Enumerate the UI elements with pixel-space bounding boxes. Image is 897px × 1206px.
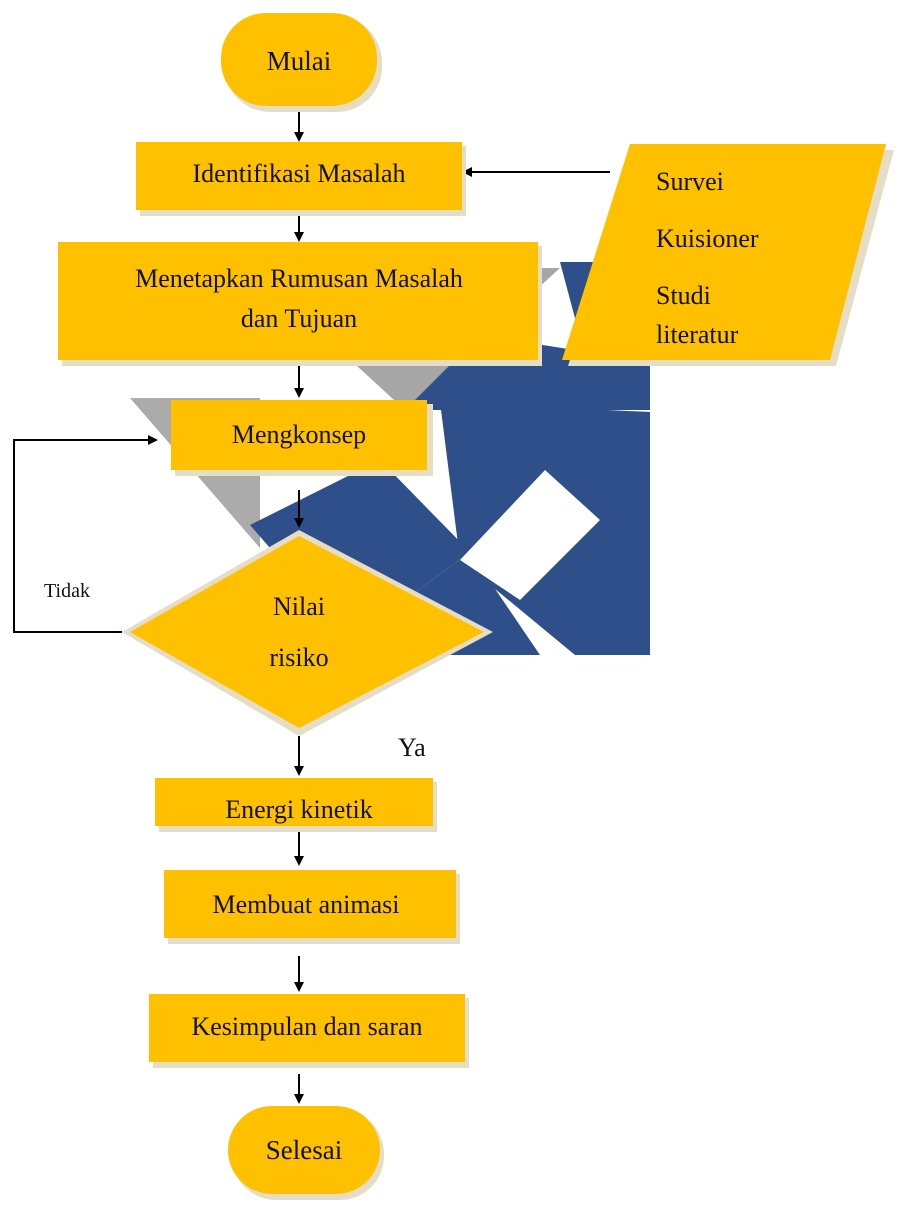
start-node: Mulai: [221, 13, 382, 112]
input-node: Survei Kuisioner Studi literatur: [562, 144, 894, 366]
loop-no-concept: [13, 435, 158, 633]
identify-label: Identifikasi Masalah: [193, 159, 406, 188]
formulate-label-line1: Menetapkan Rumusan Masalah: [135, 264, 463, 293]
input-item-study-line2: literatur: [656, 320, 739, 349]
conclusion-label: Kesimpulan dan saran: [191, 1012, 422, 1041]
connectors: [13, 108, 610, 866]
decision-label-line2: risiko: [269, 643, 328, 672]
end-node: Selesai: [228, 1106, 384, 1200]
decision-label-line1: Nilai: [273, 592, 325, 621]
concept-node: Mengkonsep: [171, 400, 433, 476]
concept-label: Mengkonsep: [232, 420, 366, 449]
start-label: Mulai: [267, 46, 332, 76]
no-branch-label: Tidak: [44, 580, 90, 602]
identify-node: Identifikasi Masalah: [136, 142, 466, 216]
decision-node: Nilai risiko: [122, 530, 493, 736]
kinetic-node: Energi kinetik: [155, 778, 437, 832]
input-item-study-line1: Studi: [656, 281, 711, 310]
input-item-survey: Survei: [656, 167, 724, 196]
end-label: Selesai: [266, 1135, 342, 1165]
yes-branch-label: Ya: [398, 733, 426, 762]
kinetic-label: Energi kinetik: [225, 795, 373, 824]
input-item-questionnaire: Kuisioner: [656, 224, 759, 253]
formulate-node: Menetapkan Rumusan Masalah dan Tujuan: [58, 242, 542, 366]
animation-node: Membuat animasi: [164, 870, 460, 944]
animation-label: Membuat animasi: [212, 890, 399, 919]
conclusion-node: Kesimpulan dan saran: [149, 994, 469, 1068]
formulate-label-line2: dan Tujuan: [241, 304, 357, 333]
